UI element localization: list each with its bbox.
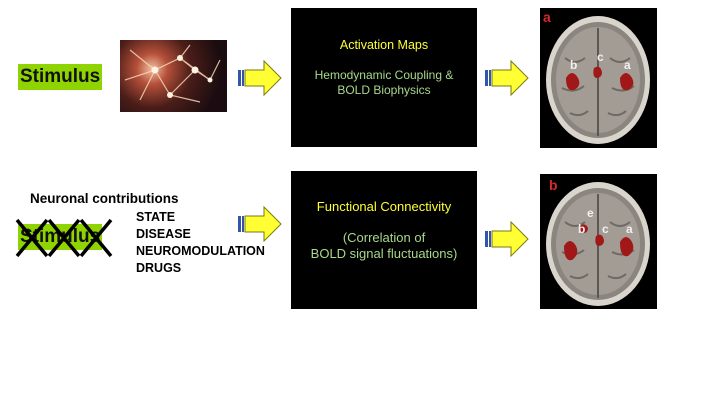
block-arrow-icon	[485, 221, 529, 257]
region-label: b	[578, 222, 586, 236]
region-label: b	[570, 58, 578, 72]
region-label: a	[624, 58, 631, 72]
crossed-out-mark	[15, 218, 113, 258]
neuronal-contributions-heading: Neuronal contributions	[30, 191, 179, 206]
stimulus-label: Stimulus	[18, 64, 103, 90]
activation-maps-box: Activation Maps Hemodynamic Coupling & B…	[291, 8, 477, 147]
factor-item: DISEASE	[136, 227, 191, 241]
brain-mri-scan: a b c a	[540, 8, 657, 148]
factor-item: NEUROMODULATION	[136, 244, 265, 258]
region-label: e	[587, 206, 594, 220]
region-label: c	[597, 50, 604, 64]
neuron-network-image	[120, 40, 227, 112]
region-label: c	[602, 222, 609, 236]
region-label: a	[626, 222, 633, 236]
block-arrow-icon	[238, 60, 282, 96]
box-title: Functional Connectivity	[316, 199, 452, 214]
box-line: (Correlation of	[342, 230, 426, 245]
box-line: BOLD Biophysics	[337, 83, 431, 97]
functional-connectivity-box: Functional Connectivity (Correlation of …	[291, 171, 477, 309]
block-arrow-icon	[238, 206, 282, 242]
factor-item: STATE	[136, 210, 176, 224]
factor-item: DRUGS	[136, 261, 182, 275]
block-arrow-icon	[485, 60, 529, 96]
factor-list: STATE DISEASE NEUROMODULATION DRUGS	[136, 209, 265, 277]
panel-letter: a	[543, 9, 551, 25]
box-line: BOLD signal fluctuations)	[310, 246, 458, 261]
panel-letter: b	[549, 177, 558, 193]
box-line: Hemodynamic Coupling &	[314, 68, 454, 82]
brain-mri-scan: b e b c a	[540, 174, 657, 309]
box-title: Activation Maps	[339, 38, 429, 52]
